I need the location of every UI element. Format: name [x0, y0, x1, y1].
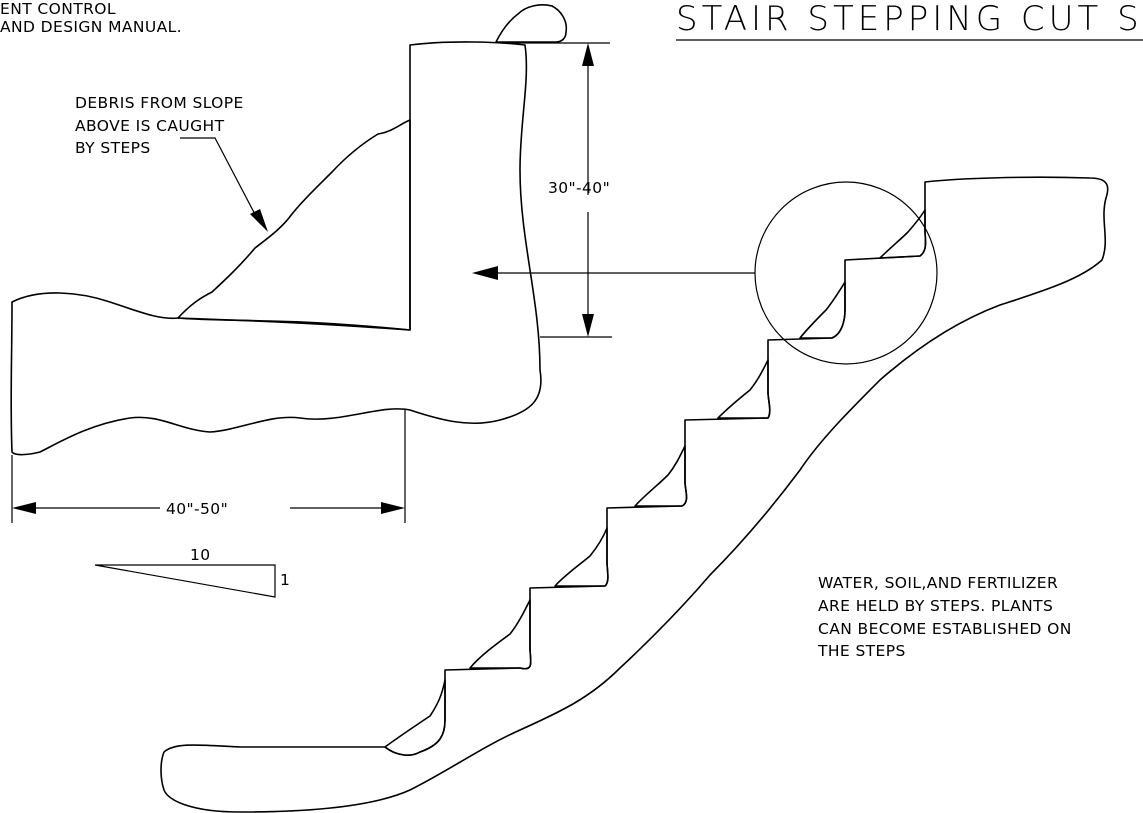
- steps-note-1: WATER, SOIL,AND FERTILIZER: [818, 574, 1058, 592]
- top-rocks: [495, 4, 568, 43]
- height-dim-label: 30"-40": [548, 179, 610, 197]
- debris-note-3: BY STEPS: [75, 139, 151, 157]
- debris-note-1: DEBRIS FROM SLOPE: [75, 94, 244, 112]
- width-dimension: [11, 410, 406, 523]
- slope-run-label: 10: [190, 546, 211, 564]
- slope-ratio-symbol: [94, 564, 276, 598]
- steps-note-2: ARE HELD BY STEPS. PLANTS: [818, 597, 1053, 615]
- detail-callout: [472, 181, 938, 365]
- steps-note-3: CAN BECOME ESTABLISHED ON: [818, 620, 1072, 638]
- slope-rise-label: 1: [280, 571, 290, 589]
- debris-pile: [177, 119, 411, 331]
- steps-note-4: THE STEPS: [817, 642, 906, 660]
- reference-text-2: AND DESIGN MANUAL.: [0, 18, 182, 36]
- width-dim-label: 40"-50": [166, 500, 228, 518]
- soil-ground: [10, 41, 542, 456]
- debris-note-2: ABOVE IS CAUGHT: [75, 117, 225, 135]
- title-text: STAIR STEPPING CUT S: [676, 0, 1143, 39]
- debris-leader: [180, 137, 268, 232]
- height-dimension: [500, 42, 612, 338]
- text-layer: STAIR STEPPING CUT S ENT CONTROL AND DES…: [0, 0, 1143, 660]
- stepped-slope: [160, 176, 1109, 813]
- detail-section: [10, 4, 568, 456]
- reference-text-1: ENT CONTROL: [0, 0, 116, 18]
